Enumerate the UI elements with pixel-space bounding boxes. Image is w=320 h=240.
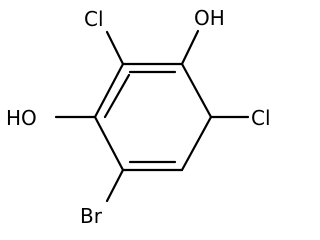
- ring-bond-left-upper: [93, 62, 125, 119]
- atom-label-cl-right: Cl: [251, 106, 271, 130]
- ring-bond-right-lower: [180, 115, 213, 172]
- bond-to-oh-top: [180, 29, 200, 66]
- ring-bond-left-lower: [93, 115, 125, 172]
- atom-label-ho-left: HO: [6, 106, 37, 130]
- molecule-structure-canvas: OH Cl HO Cl Br: [6, 6, 271, 228]
- ring-bond-right-upper: [180, 62, 213, 119]
- atom-label-oh-top: OH: [194, 6, 225, 30]
- atom-label-br-bottom: Br: [80, 204, 103, 228]
- molecule-diagram: OH Cl HO Cl Br: [6, 6, 271, 228]
- bond-to-br-bottom: [105, 168, 125, 203]
- atom-label-cl-top: Cl: [84, 7, 104, 31]
- ring-bond-left-inner: [103, 73, 131, 119]
- bond-to-cl-top: [105, 30, 125, 66]
